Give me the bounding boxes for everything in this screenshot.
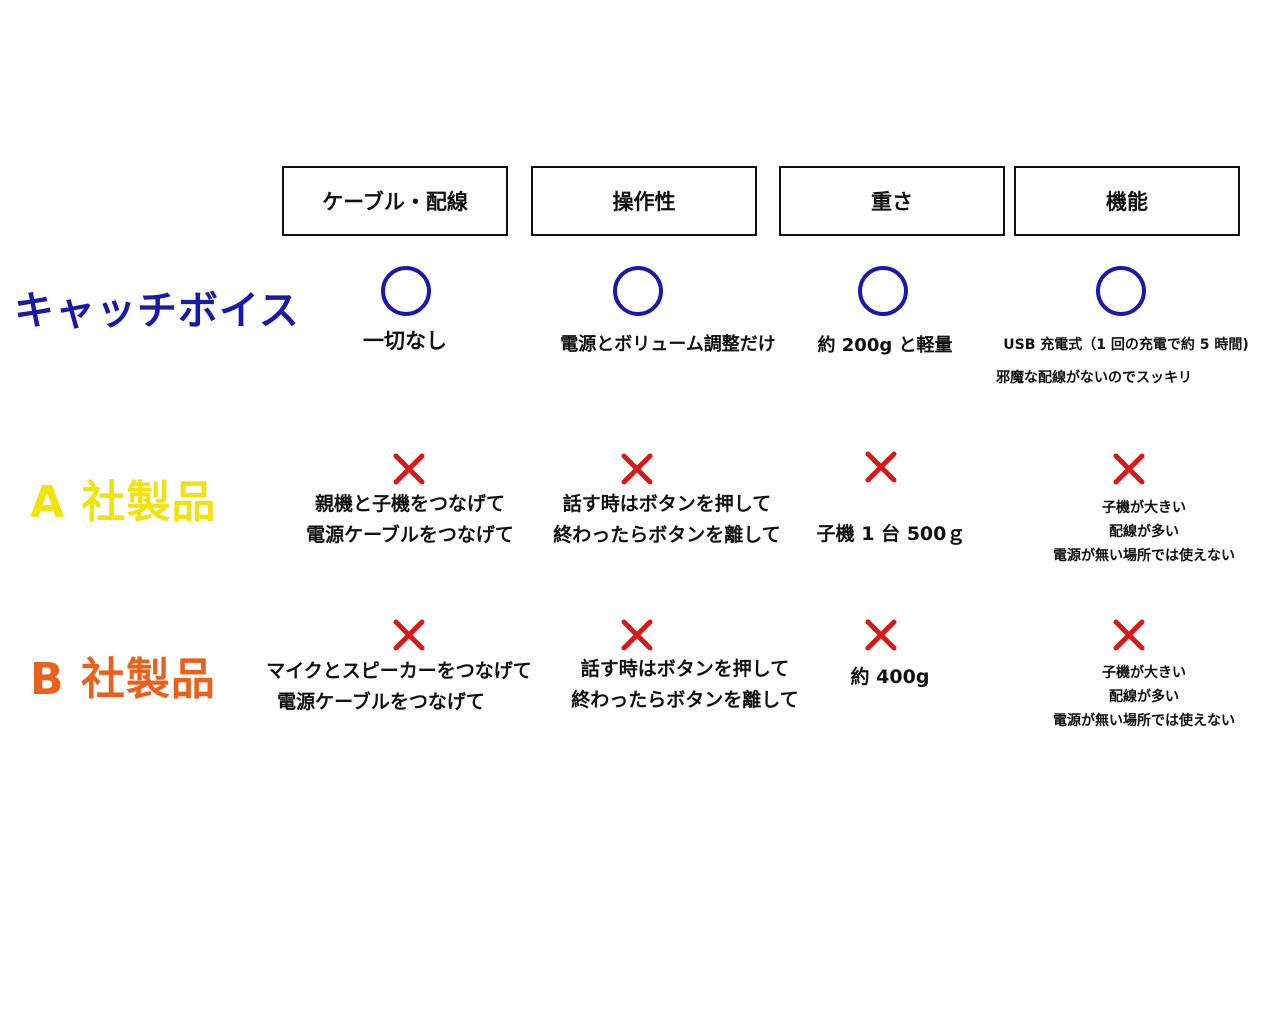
cell-line: 終わったらボタンを離して (553, 524, 781, 546)
cell-catchvoice-weight: 約 200g と軽量 (795, 330, 975, 361)
header-weight: 重さ (779, 166, 1005, 236)
cell-company-b-weight: 約 400g (830, 662, 950, 693)
cell-company-b-function: 子機が大きい 配線が多い 電源が無い場所では使えない (1026, 661, 1262, 733)
cell-line: マイクとスピーカーをつなげて (266, 660, 532, 682)
header-function: 機能 (1014, 166, 1240, 236)
cell-line: 電源が無い場所では使えない (1053, 548, 1235, 564)
row-label-company-a: A 社製品 (30, 477, 217, 528)
cell-line: 話す時はボタンを押して (562, 493, 772, 515)
cell-line: 約 200g と軽量 (817, 335, 953, 356)
header-operability: 操作性 (531, 166, 757, 236)
cross-icon (392, 452, 426, 486)
cell-line: 電源ケーブルをつなげて (277, 691, 485, 713)
cross-icon (392, 618, 426, 652)
cross-icon (1112, 452, 1146, 486)
cell-company-b-cable: マイクとスピーカーをつなげて 電源ケーブルをつなげて (240, 656, 558, 718)
cell-line: 配線が多い (1109, 524, 1179, 540)
cell-line: 邪魔な配線がないのでスッキリ (996, 370, 1192, 386)
cell-line: 子機が大きい (1102, 665, 1186, 681)
cell-line: 電源とボリューム調整だけ (560, 334, 776, 355)
cell-line: 終わったらボタンを離して (571, 689, 799, 711)
row-label-company-b: B 社製品 (30, 654, 216, 705)
circle-icon (613, 266, 663, 316)
cell-line: 電源が無い場所では使えない (1053, 713, 1235, 729)
cross-icon (864, 450, 898, 484)
cross-icon (864, 618, 898, 652)
row-label-catchvoice: キャッチボイス (14, 288, 300, 334)
cell-company-a-function: 子機が大きい 配線が多い 電源が無い場所では使えない (1026, 496, 1262, 568)
cell-company-a-weight: 子機 1 台 500ｇ (806, 519, 976, 550)
cell-line: 話す時はボタンを押して (580, 658, 790, 680)
cell-line: 子機 1 台 500ｇ (816, 523, 966, 545)
cell-company-b-operability: 話す時はボタンを押して 終わったらボタンを離して (558, 654, 812, 716)
header-cable: ケーブル・配線 (282, 166, 508, 236)
cell-line: USB 充電式（1 回の充電で約 5 時間) (1003, 337, 1249, 353)
cross-icon (620, 452, 654, 486)
cell-company-a-cable: 親機と子機をつなげて 電源ケーブルをつなげて (292, 489, 528, 551)
cross-icon (1112, 618, 1146, 652)
cell-line: 子機が大きい (1102, 500, 1186, 516)
cell-company-a-operability: 話す時はボタンを押して 終わったらボタンを離して (540, 489, 794, 551)
cross-icon (620, 618, 654, 652)
cell-catchvoice-function-line2: 邪魔な配線がないのでスッキリ (978, 363, 1210, 394)
circle-icon (381, 266, 431, 316)
cell-catchvoice-cable: 一切なし (300, 326, 510, 357)
cell-line: 親機と子機をつなげて (314, 493, 505, 515)
cell-catchvoice-function-line1: USB 充電式（1 回の充電で約 5 時間) (980, 330, 1272, 361)
cell-line: 約 400g (850, 666, 930, 688)
cell-catchvoice-operability: 電源とボリューム調整だけ (530, 329, 806, 360)
circle-icon (858, 266, 908, 316)
cell-line: 電源ケーブルをつなげて (306, 524, 514, 546)
cell-line: 一切なし (363, 329, 447, 353)
circle-icon (1096, 266, 1146, 316)
cell-line: 配線が多い (1109, 689, 1179, 705)
